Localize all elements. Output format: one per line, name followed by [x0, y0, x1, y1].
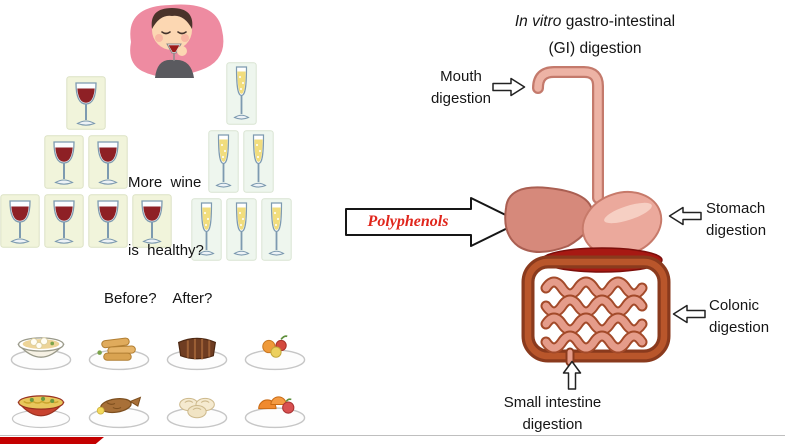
food-dumplings-plate — [158, 374, 236, 432]
small-intestine-arrow-icon — [562, 360, 582, 390]
food-spring-rolls-plate — [80, 316, 158, 374]
stomach-arrow-icon — [668, 206, 702, 226]
champagne-glass-icon — [225, 62, 257, 125]
question-line2: is healthy? — [128, 241, 204, 259]
food-fried-fish-plate — [80, 374, 158, 432]
figure-title-line1: In vitro gastro-intestinal — [466, 8, 724, 35]
wonton-noodle-bowl-icon — [10, 336, 72, 370]
red-wine-glass — [0, 194, 40, 248]
glass-row — [225, 62, 257, 125]
grilled-ribs-plate-icon — [166, 337, 228, 370]
fried-fish-plate-icon — [88, 396, 150, 428]
wine-glass-pyramid — [0, 76, 172, 248]
champagne-glass-icon — [190, 198, 222, 261]
mouth-digestion-label: Mouth digestion — [430, 68, 492, 107]
dumplings-plate-icon — [166, 397, 228, 428]
food-wonton-noodle-bowl — [2, 316, 80, 374]
question-text: More wine is healthy? — [128, 127, 204, 307]
stomach-digestion-label: Stomach digestion — [706, 200, 767, 239]
champagne-glass — [225, 62, 257, 125]
liver-shape — [504, 186, 594, 253]
food-fruit-dessert-plate — [236, 316, 314, 374]
champagne-glass — [243, 130, 274, 193]
champagne-glass — [225, 198, 257, 261]
champagne-glass-icon — [225, 198, 257, 261]
red-wine-glass — [66, 76, 106, 130]
before-after-text: Before? After? — [104, 290, 213, 307]
red-wine-glass-icon — [132, 194, 172, 248]
glass-row — [208, 130, 274, 193]
champagne-glass — [190, 198, 222, 261]
champagne-glass — [208, 130, 239, 193]
food-fruit-platter — [236, 374, 314, 432]
fruit-dessert-plate-icon — [244, 334, 306, 370]
esophagus-shape — [532, 66, 604, 204]
red-corner-decoration — [0, 437, 104, 444]
food-grilled-ribs-plate — [158, 316, 236, 374]
champagne-glass-pyramid — [186, 62, 296, 261]
small-intestine-shape — [540, 276, 648, 354]
mouth-arrow-icon — [492, 77, 526, 97]
small-intestine-digestion-label: Small intestine digestion — [503, 394, 602, 433]
figure-title: In vitro gastro-intestinal (GI) digestio… — [466, 8, 724, 62]
glass-row — [44, 135, 128, 189]
champagne-glass — [260, 198, 292, 261]
red-wine-glass-icon — [44, 194, 84, 248]
red-wine-glass — [44, 194, 84, 248]
right-block-arrow-icon — [345, 197, 521, 247]
question-line1: More wine — [128, 174, 202, 191]
polyphenols-label: Polyphenols — [367, 213, 449, 230]
spring-rolls-plate-icon — [88, 337, 150, 370]
food-grid — [2, 316, 314, 432]
colonic-arrow-icon — [672, 304, 706, 324]
red-wine-glass-icon — [88, 194, 128, 248]
red-wine-glass — [88, 135, 128, 189]
red-wine-glass — [44, 135, 84, 189]
red-wine-glass-icon — [88, 135, 128, 189]
title-italic-part: In vitro — [514, 13, 562, 30]
red-wine-glass-icon — [0, 194, 40, 248]
figure-title-line2: (GI) digestion — [548, 40, 642, 58]
digestive-system-illustration — [504, 66, 671, 367]
food-vegetable-noodle-bowl — [2, 374, 80, 432]
red-wine-glass — [88, 194, 128, 248]
title-rest-part: gastro-intestinal — [561, 13, 676, 30]
fruit-platter-icon — [244, 395, 306, 428]
polyphenols-arrow: Polyphenols — [345, 196, 523, 248]
champagne-glass-icon — [260, 198, 292, 261]
vegetable-noodle-bowl-icon — [11, 394, 71, 428]
red-wine-glass-icon — [44, 135, 84, 189]
bottom-divider — [0, 435, 785, 436]
drinking-person-illustration — [130, 4, 224, 78]
glass-row — [190, 198, 292, 261]
champagne-glass-icon — [243, 130, 274, 193]
champagne-glass-icon — [208, 130, 239, 193]
glass-row — [66, 76, 106, 130]
glass-row — [0, 194, 172, 248]
red-wine-glass — [132, 194, 172, 248]
colonic-digestion-label: Colonic digestion — [709, 297, 770, 336]
red-wine-glass-icon — [66, 76, 106, 130]
